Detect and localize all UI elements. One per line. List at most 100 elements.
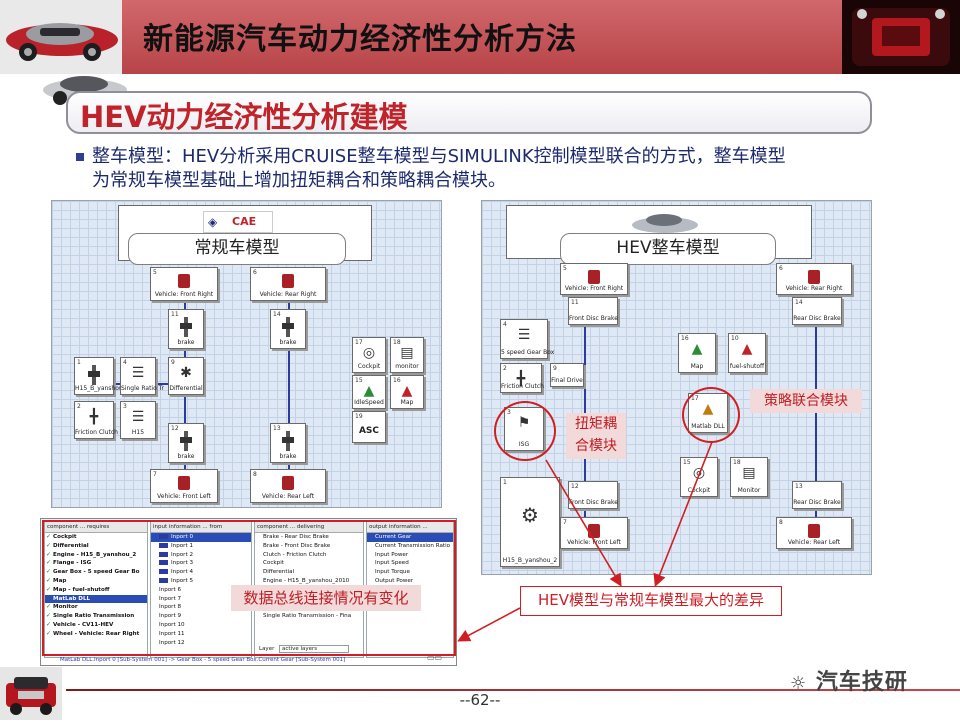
torque-coupling-label: 扭矩耦 合模块: [566, 413, 626, 459]
checkmark-icon: ✓: [46, 533, 52, 540]
list-item[interactable]: Inport 6: [159, 586, 181, 593]
list-item[interactable]: ✓Differential: [46, 541, 89, 549]
list-item[interactable]: ✓Map - fuel-shutoff: [46, 585, 110, 593]
list-item[interactable]: Inport 10: [159, 621, 185, 628]
list-item[interactable]: ✓Single Ratio Transmission: [46, 612, 135, 620]
list-item[interactable]: Clutch - Friction Clutch: [263, 551, 327, 558]
list-item[interactable]: Input Torque: [375, 569, 410, 576]
list-item[interactable]: Current Gear: [367, 533, 453, 542]
list-item[interactable]: Current Transmission Ratio: [375, 542, 451, 549]
list-item[interactable]: ✓Wheel - Vehicle: Rear Right: [46, 629, 140, 637]
block-fuel-shutoff[interactable]: 10▲fuel-shutoff: [728, 333, 766, 373]
list-item[interactable]: Inport 7: [159, 595, 181, 602]
list-item[interactable]: Input Speed: [375, 560, 409, 567]
section-title-box: [66, 91, 872, 134]
list-item[interactable]: ✓Cockpit: [46, 533, 77, 540]
footer-car-image: [0, 667, 62, 720]
map-icon: ▲: [741, 341, 753, 357]
list-item[interactable]: Inport 12: [159, 639, 185, 646]
block-friction-clutch[interactable]: 2╋Friction Clutch: [500, 363, 544, 393]
list-item[interactable]: Brake - Rear Disc Brake: [263, 534, 329, 540]
list-item[interactable]: Inport 0: [151, 533, 251, 542]
difference-label: HEV模型与常规车模型最大的差异: [520, 586, 782, 616]
watermark: ☼ 汽车技研: [790, 670, 908, 695]
list-item[interactable]: ✓Map: [46, 576, 67, 584]
block-engine[interactable]: 1⚙H15_B_yanshou_2: [500, 477, 560, 567]
list-item[interactable]: Inport 8: [159, 604, 181, 611]
list-item[interactable]: ✓Engine - H15_B_yanshou_2: [46, 550, 137, 558]
list-item[interactable]: Inport 4: [151, 568, 251, 577]
list-item[interactable]: Inport 9: [159, 613, 181, 620]
red-sports-car-icon: [6, 23, 118, 61]
list-item[interactable]: Inport 1: [151, 542, 251, 551]
list-item[interactable]: ✓Gear Box - 5 speed Gear Bo: [46, 568, 140, 576]
monitor-icon: ▤: [400, 345, 414, 361]
block-monitor[interactable]: 18▤monitor: [390, 337, 424, 373]
brake-icon: [180, 431, 192, 451]
clutch-icon: ╋: [516, 371, 526, 387]
block-map[interactable]: 16▲Map: [390, 375, 424, 409]
block-monitor[interactable]: 18▤Monitor: [730, 457, 768, 497]
block-cockpit[interactable]: 17◎Cockpit: [352, 337, 386, 373]
red-suv-icon: [6, 677, 56, 715]
checkmark-icon: ✓: [46, 568, 52, 576]
bullet-marker: [76, 153, 84, 161]
block-gearbox[interactable]: 4☰5 speed Gear Box: [500, 319, 554, 359]
block-single-ratio[interactable]: 4☰Single Ratio Tr: [120, 357, 164, 395]
checkmark-icon: ✓: [46, 550, 52, 558]
conventional-model-label: 常规车模型: [128, 233, 346, 265]
list-item[interactable]: Inport 2: [151, 551, 251, 560]
window-buttons[interactable]: ▭▭: [427, 653, 443, 662]
list-item[interactable]: Inport 11: [159, 630, 185, 637]
list-item[interactable]: Differential: [263, 569, 295, 576]
wheel-icon: [282, 476, 294, 490]
list-item[interactable]: Output Power: [375, 577, 414, 584]
list-item[interactable]: ✓Vehicle - CV11-HEV: [46, 620, 114, 628]
list-item[interactable]: ✓MatLab DLL: [45, 594, 147, 604]
connection-swatch-icon: [159, 542, 168, 548]
list-item[interactable]: ✓Monitor: [46, 603, 78, 611]
block-friction-clutch[interactable]: 2╋Friction Clutch: [74, 401, 118, 439]
list-item[interactable]: Inport 3: [151, 559, 251, 568]
connection-swatch-icon: [159, 534, 168, 539]
connection-swatch-icon: [159, 560, 168, 566]
list-item[interactable]: Single Ratio Transmission - Fina: [263, 613, 352, 620]
block-idle-speed[interactable]: 15▲IdleSpeed: [352, 375, 386, 409]
block-map[interactable]: 16▲Map: [678, 333, 716, 373]
list-item[interactable]: ✓Flange - ISG: [46, 559, 92, 567]
list-item[interactable]: Brake - Front Disc Brake: [263, 542, 331, 549]
bus-line: [288, 297, 290, 487]
connection-swatch-icon: [159, 569, 168, 575]
block-h15[interactable]: 3☰H15: [120, 401, 156, 439]
layer-select[interactable]: active layers: [279, 645, 349, 653]
list-item[interactable]: Input Power: [375, 551, 409, 558]
list-item[interactable]: Engine - H15_B_yanshou_2010: [263, 577, 350, 584]
brake-icon: [282, 317, 294, 337]
arrow-torque: [545, 459, 622, 587]
list-item[interactable]: Inport 5: [151, 577, 251, 586]
block-differential[interactable]: 9✱Differential: [168, 357, 204, 395]
engine-icon: ⚙: [521, 503, 539, 527]
list-item[interactable]: Cockpit: [263, 560, 284, 567]
